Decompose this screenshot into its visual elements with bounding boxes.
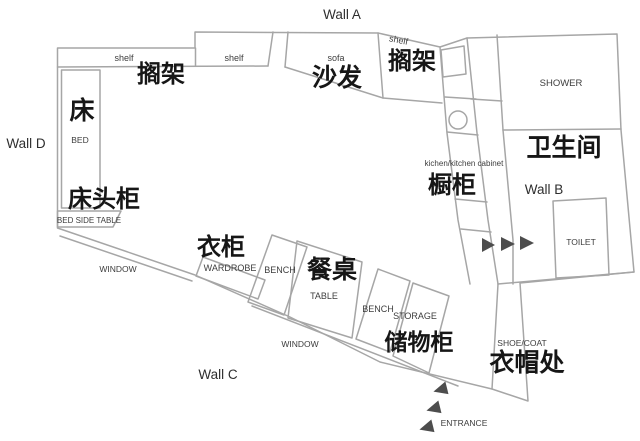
storage-shape	[392, 282, 450, 374]
sink-circle	[448, 110, 468, 130]
bed-rect	[60, 69, 101, 209]
toilet-shape	[552, 197, 610, 279]
shelf-left-label-zh: 搁架	[137, 60, 185, 88]
kitchen-divider-3	[454, 198, 488, 203]
kitchen-label-zh: 橱柜	[428, 172, 476, 199]
wall-d-label: Wall D	[6, 136, 45, 151]
bed-label-zh: 床	[69, 96, 94, 125]
shoe-coat-left-edge	[491, 283, 499, 390]
kitchen-divider-4	[460, 228, 492, 233]
entrance-arrow-3	[419, 419, 435, 433]
kitchen-label-en: kichen/kitchen cabinet	[425, 159, 504, 168]
bench-left-label: BENCH	[264, 265, 296, 275]
wall-b-label: Wall B	[525, 182, 564, 197]
shower-bottom-wall	[502, 128, 622, 131]
bathroom-arrow-1	[482, 238, 495, 252]
kitchen-divider-2	[446, 131, 479, 136]
toilet-label: TOILET	[566, 237, 596, 247]
sofa-right-edge	[377, 32, 384, 99]
shelf-right-bottom-edge	[382, 97, 443, 104]
sofa-front-edge	[284, 66, 384, 99]
wardrobe-label-en: WARDROBE	[204, 263, 257, 273]
bedside-table-label-zh: 床头柜	[68, 185, 140, 213]
entrance-arrow-1	[433, 381, 449, 395]
bathroom-column-divider	[470, 98, 503, 102]
entrance-arrow-2	[426, 400, 442, 414]
bathroom-arrow-2	[501, 237, 515, 251]
bathroom-left-wall-upper	[496, 34, 504, 131]
storage-label-zh: 储物柜	[385, 329, 454, 355]
bench-left-shape	[247, 234, 308, 316]
kitchen-top-cell	[440, 45, 467, 78]
sofa-label-en: sofa	[327, 53, 344, 63]
window-right-line	[251, 305, 459, 387]
wardrobe-label-zh: 衣柜	[197, 233, 245, 261]
storage-label-en: STORAGE	[393, 311, 437, 321]
bathroom-label-zh: 卫生间	[526, 134, 601, 162]
window-left-label: WINDOW	[99, 264, 136, 274]
shelf-mid-label-en: shelf	[224, 53, 244, 63]
shelf-right-label-en: shelf	[388, 33, 409, 47]
sofa-label-zh: 沙发	[312, 63, 362, 92]
bedside-table-shape	[56, 210, 122, 228]
window-right-label: WINDOW	[281, 339, 318, 349]
kitchen-strip-right-edge	[466, 37, 499, 285]
entrance-label: ENTRANCE	[441, 418, 488, 428]
sofa-left-edge	[284, 31, 289, 68]
dining-table-label-zh: 餐桌	[307, 256, 357, 284]
shower-label: SHOWER	[540, 78, 583, 89]
bench-right-label: BENCH	[362, 304, 394, 314]
wall-c-label: Wall C	[198, 367, 237, 382]
bedside-table-label-en: BED SIDE TABLE	[57, 216, 121, 225]
kitchen-strip-left-edge	[439, 46, 471, 285]
shelf-band-bottom-line	[56, 65, 269, 68]
bathroom-arrow-3	[520, 236, 534, 250]
wall-a-label: Wall A	[323, 7, 361, 22]
window-left-line	[59, 235, 193, 282]
bathroom-left-wall-lower	[502, 129, 514, 285]
shoe-coat-label-zh: 衣帽处	[489, 348, 564, 377]
wardrobe-shape	[195, 256, 266, 300]
shelf-mid-right-edge	[267, 31, 274, 67]
dining-table-label-en: TABLE	[310, 291, 338, 301]
shoe-coat-label-en: SHOE/COAT	[497, 338, 546, 348]
bench-right-shape	[355, 268, 411, 353]
shelf-left-label-en: shelf	[114, 53, 134, 63]
dining-table-shape	[287, 240, 363, 339]
shelf-right-label-zh: 搁架	[388, 47, 436, 75]
bed-label-en: BED	[71, 135, 88, 145]
